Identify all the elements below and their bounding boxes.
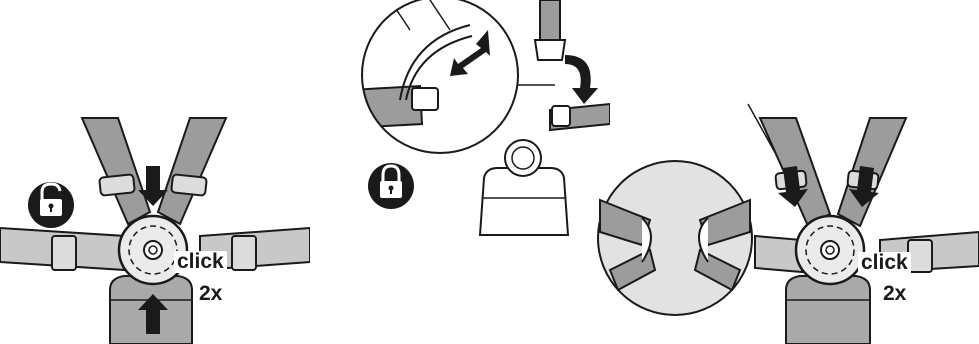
shoulder-adjuster-right [170,173,208,197]
repeat-count-label: 2x [199,282,223,305]
shoulder-adjuster-left [98,173,136,197]
shoulder-strap-right [156,117,228,226]
waist-adjuster-right [907,239,933,273]
waist-strap-left [754,234,803,274]
padlock-open-icon [28,182,74,228]
click-label: click [858,252,911,274]
waist-adjuster-left [51,235,77,271]
harness-illustration-left [0,117,310,344]
insert-arrow-left-icon [778,166,808,207]
harness-illustration-right [597,103,979,344]
rotate-arrow-icon [565,55,598,104]
shoulder-strap-left [80,117,152,226]
step-unbuckle-panel: click 2x [0,0,310,344]
insert-arrow-icon [450,30,490,76]
press-up-arrow-icon [138,294,168,334]
click-label: click [174,251,227,273]
buckle-release-button [143,240,163,260]
repeat-count-label: 2x [883,282,907,305]
crotch-pad [785,275,871,344]
strap-tongue-top [539,0,561,41]
step-insert-panel [350,0,610,344]
press-down-arrow-icon [138,166,168,206]
padlock-closed-icon [368,163,414,209]
waist-adjuster-right [231,235,257,271]
tongues-zoom-detail [597,160,753,316]
buckle-receiver [478,167,570,236]
insert-detail-illustration [361,0,610,236]
buckle-release-button [820,240,840,260]
zoom-detail [362,0,518,153]
step-buckle-panel: click 2x [580,0,979,344]
insert-arrow-right-icon [849,166,879,207]
